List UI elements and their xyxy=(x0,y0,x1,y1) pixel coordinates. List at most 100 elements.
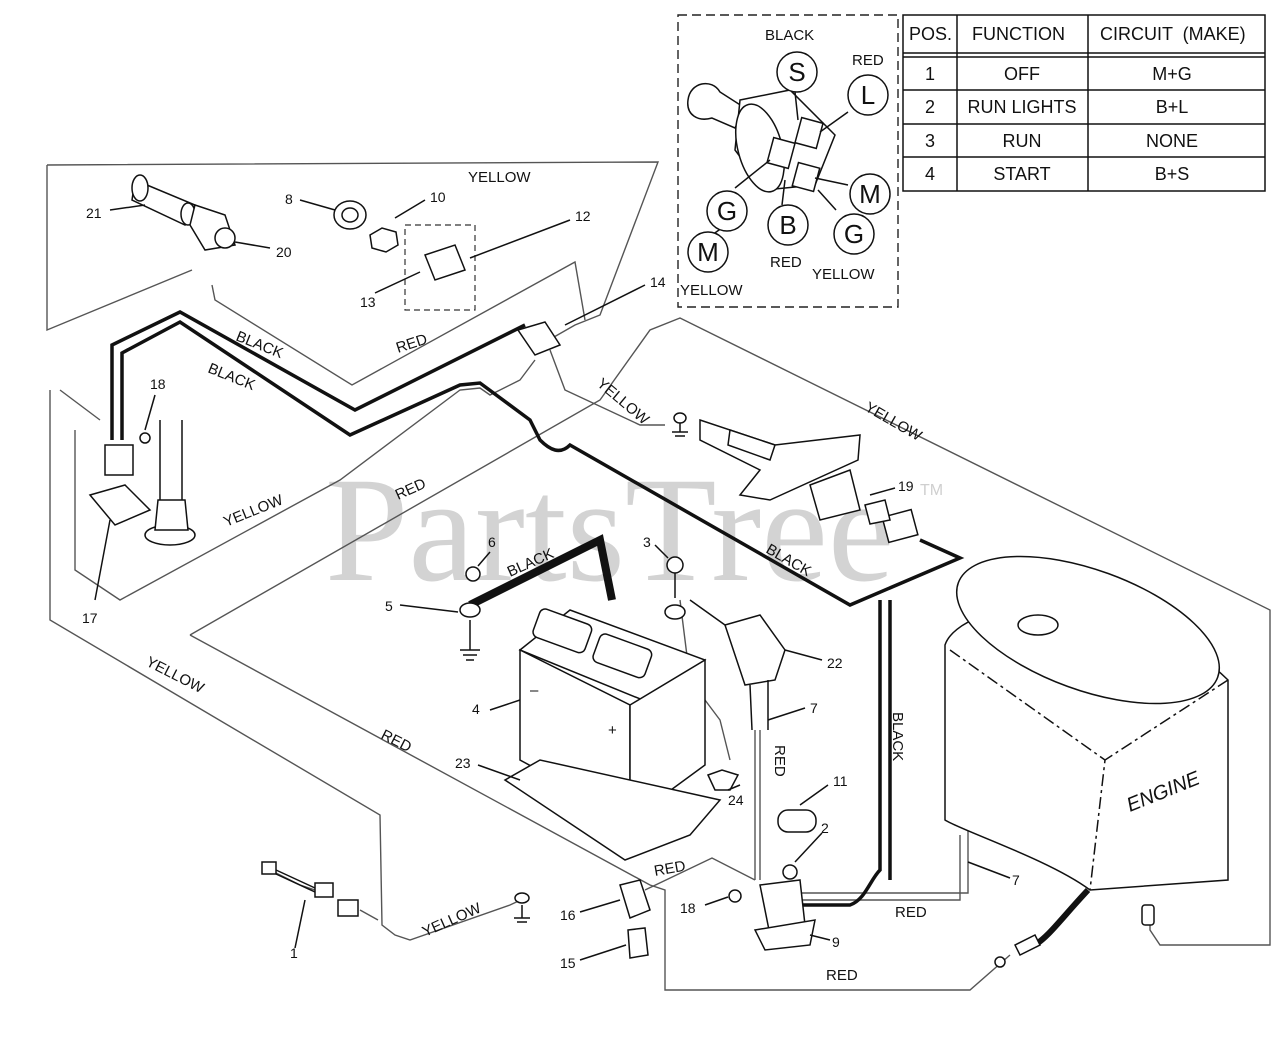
svg-text:3: 3 xyxy=(925,131,935,151)
engine-block xyxy=(944,555,1229,968)
label-yellow-harness: YELLOW xyxy=(420,899,485,940)
callout-7b: 7 xyxy=(1012,872,1020,888)
callout-14: 14 xyxy=(650,274,666,290)
label-red-bottom: RED xyxy=(653,858,687,880)
callout-12: 12 xyxy=(575,208,591,224)
table-header-pos: POS. xyxy=(909,24,952,44)
part-23-tray xyxy=(503,759,722,861)
terminal-m-right: M xyxy=(859,179,881,209)
label-black-vertical: BLACK xyxy=(889,712,906,761)
svg-text:START: START xyxy=(993,164,1050,184)
svg-text:M+G: M+G xyxy=(1152,64,1192,84)
callout-9: 9 xyxy=(832,934,840,950)
terminal-l: L xyxy=(861,80,875,110)
part-17-switch xyxy=(88,444,152,526)
callout-23: 23 xyxy=(455,755,471,771)
table-row: 1 OFF M+G xyxy=(925,64,1192,84)
callout-7a: 7 xyxy=(810,700,818,716)
callout-17: 17 xyxy=(82,610,98,626)
svg-text:+: + xyxy=(608,722,617,739)
label-yellow-top: YELLOW xyxy=(468,169,531,186)
callout-13: 13 xyxy=(360,294,376,310)
ground-1 xyxy=(514,892,530,923)
table-row: 3 RUN NONE xyxy=(925,131,1198,151)
part-8-nut xyxy=(333,200,367,230)
label-red-bottom-2: RED xyxy=(895,904,927,921)
switch-table: POS. FUNCTION CIRCUIT (MAKE) 1 OFF M+G 2… xyxy=(902,14,1266,192)
terminal-g-left: G xyxy=(717,196,737,226)
label-yellow-left: YELLOW xyxy=(221,491,286,530)
callout-19: 19 xyxy=(898,478,914,494)
callout-8: 8 xyxy=(285,191,293,207)
part-20-socket xyxy=(189,204,236,251)
part-1-harness xyxy=(261,861,359,917)
thick-wires xyxy=(110,310,1091,948)
callout-10: 10 xyxy=(430,189,446,205)
switch-label-yellow-right: YELLOW xyxy=(812,266,875,283)
terminal-b: B xyxy=(779,210,796,240)
leader-lines xyxy=(94,199,1011,961)
callout-15: 15 xyxy=(560,955,576,971)
svg-text:4: 4 xyxy=(925,164,935,184)
svg-text:B+S: B+S xyxy=(1155,164,1190,184)
part-15-fuse xyxy=(627,927,649,959)
callout-21: 21 xyxy=(86,205,102,221)
part-12-switch xyxy=(404,224,476,311)
part-18-screw xyxy=(139,432,742,903)
callout-numbers: 21 8 10 12 20 13 14 18 17 6 3 5 4 22 7 2… xyxy=(82,189,1020,971)
part-14-connector xyxy=(516,321,562,356)
label-yellow-bottom-left: YELLOW xyxy=(143,653,207,697)
callout-6: 6 xyxy=(488,534,496,550)
table-row: 4 START B+S xyxy=(925,164,1189,184)
switch-label-yellow-left: YELLOW xyxy=(680,282,743,299)
label-yellow-diag: YELLOW xyxy=(593,375,652,429)
part-22-boot xyxy=(689,599,786,731)
ground-2 xyxy=(672,412,688,437)
callout-1: 1 xyxy=(290,945,298,961)
switch-label-black: BLACK xyxy=(765,27,814,44)
svg-text:RUN LIGHTS: RUN LIGHTS xyxy=(967,97,1076,117)
label-red-top: RED xyxy=(394,331,430,357)
svg-text:OFF: OFF xyxy=(1004,64,1040,84)
callout-2: 2 xyxy=(821,820,829,836)
switch-label-red-bottom: RED xyxy=(770,254,802,271)
terminal-s: S xyxy=(788,57,805,87)
svg-text:2: 2 xyxy=(925,97,935,117)
switch-label-red-top: RED xyxy=(852,52,884,69)
svg-text:B+L: B+L xyxy=(1156,97,1189,117)
terminal-m-left: M xyxy=(697,237,719,267)
part-11-cap xyxy=(777,809,817,833)
svg-text:1: 1 xyxy=(925,64,935,84)
part-19-connector xyxy=(864,499,919,544)
table-header-function: FUNCTION xyxy=(972,24,1065,44)
switch-inset: BLACK RED RED YELLOW YELLOW S L M G B G … xyxy=(677,14,899,308)
callout-4: 4 xyxy=(472,701,480,717)
svg-text:NONE: NONE xyxy=(1146,131,1198,151)
callout-24: 24 xyxy=(728,792,744,808)
label-red-solenoid: RED xyxy=(826,967,858,984)
label-red-vertical: RED xyxy=(771,745,788,777)
callout-16: 16 xyxy=(560,907,576,923)
part-5-washer xyxy=(459,602,481,661)
callout-3: 3 xyxy=(643,534,651,550)
part-24-wingnut xyxy=(706,769,740,791)
part-10-hexnut xyxy=(369,227,399,253)
table-header-circuit: CIRCUIT (MAKE) xyxy=(1100,24,1246,44)
mount-bracket xyxy=(699,418,861,521)
label-black-2: BLACK xyxy=(206,360,258,394)
table-row: 2 RUN LIGHTS B+L xyxy=(925,97,1188,117)
callout-20: 20 xyxy=(276,244,292,260)
svg-text:–: – xyxy=(530,682,539,699)
callout-22: 22 xyxy=(827,655,843,671)
part-21-bulb xyxy=(131,174,197,226)
callout-18b: 18 xyxy=(680,900,696,916)
part-2-nut xyxy=(782,864,798,880)
watermark-tm: TM xyxy=(920,482,943,499)
callout-5: 5 xyxy=(385,598,393,614)
steering-column xyxy=(144,420,196,546)
label-red-bottom-left: RED xyxy=(378,726,414,756)
part-3-screw xyxy=(664,556,686,620)
callout-11: 11 xyxy=(833,773,848,789)
